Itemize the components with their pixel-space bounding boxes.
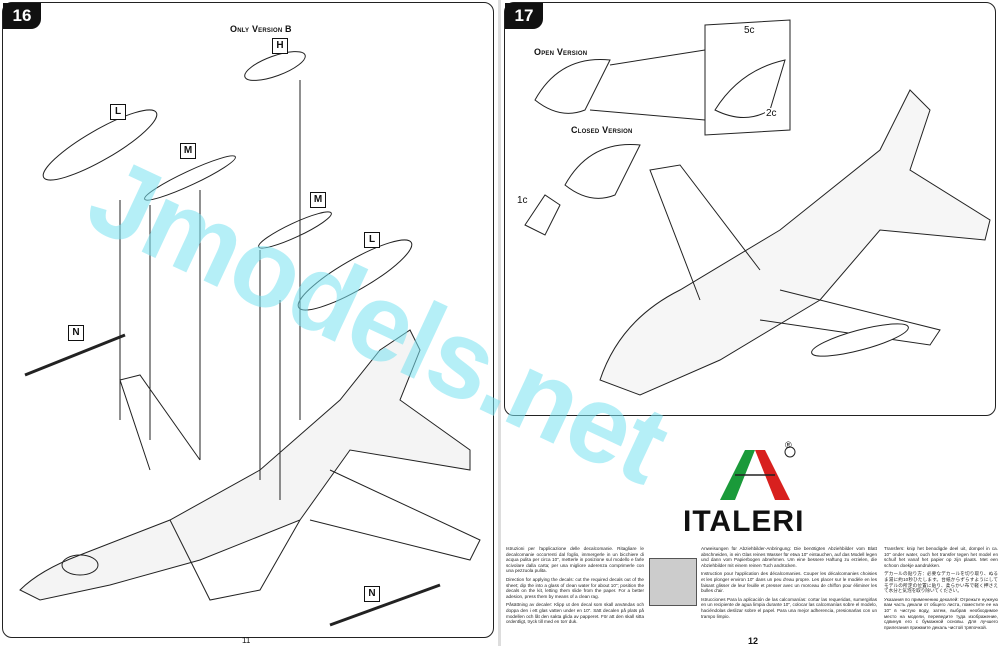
instructions-it: Istruzioni per l'applicazione delle deca…	[506, 546, 644, 574]
instructions-ja: デカールの貼り方：必要なデカールを切り取り、ぬるま湯に約10秒ひたします。台紙か…	[884, 571, 998, 594]
step-16-frame	[2, 2, 494, 638]
instructions-sv: Påsättning av decaler: Klipp ut den deca…	[506, 602, 644, 625]
part-tag-l: L	[364, 232, 380, 248]
open-version-label: Open Version	[534, 47, 588, 57]
step16-stores	[24, 51, 441, 627]
part-tag-n: N	[364, 586, 380, 602]
page-gutter	[498, 0, 501, 646]
page-number: 12	[748, 636, 759, 646]
registered-mark: ®	[785, 440, 792, 450]
page-number: 11	[242, 636, 251, 645]
part-tag-m: M	[180, 143, 196, 159]
instructions-fr: Instruction pour l'application des décal…	[701, 571, 877, 594]
part-5c: 5c	[743, 25, 756, 36]
version-note: Only Version B	[230, 24, 292, 34]
step17-aircraft	[599, 89, 991, 396]
step-number: 17	[505, 3, 543, 29]
part-1c: 1c	[516, 195, 529, 206]
part-tag-n: N	[68, 325, 84, 341]
instructions-column-1: Istruzioni per l'applicazione delle deca…	[506, 546, 644, 625]
instructions-ru: Указания по применению декалей: Отрежьте…	[884, 596, 998, 630]
step16-aircraft	[19, 329, 481, 601]
part-tag-m: M	[310, 192, 326, 208]
instructions-de: Anweisungen für Abziehbilder-Anbringung:…	[701, 546, 877, 568]
instructions-es: Istrucciones Para la aplicación de las c…	[701, 596, 877, 619]
step-17-frame	[504, 2, 996, 416]
instructions-nl: Transfers: knip het benodigde deel uit, …	[884, 546, 998, 568]
instructions-en: Direction for applying the decals: cut t…	[506, 576, 644, 599]
decal-illustration	[649, 558, 697, 606]
instructions-column-2: Anweisungen für Abziehbilder-Anbringung:…	[701, 546, 877, 619]
closed-version-label: Closed Version	[571, 125, 633, 135]
instructions-column-3: Transfers: knip het benodigde deel uit, …	[884, 546, 998, 630]
step-number: 16	[3, 3, 41, 29]
part-2c: 2c	[765, 108, 778, 119]
part-tag-l: L	[110, 104, 126, 120]
step17-canopy	[524, 19, 791, 236]
italeri-logo	[720, 446, 796, 500]
brand-logo-text: ITALERI	[683, 505, 805, 538]
part-tag-h: H	[272, 38, 288, 54]
